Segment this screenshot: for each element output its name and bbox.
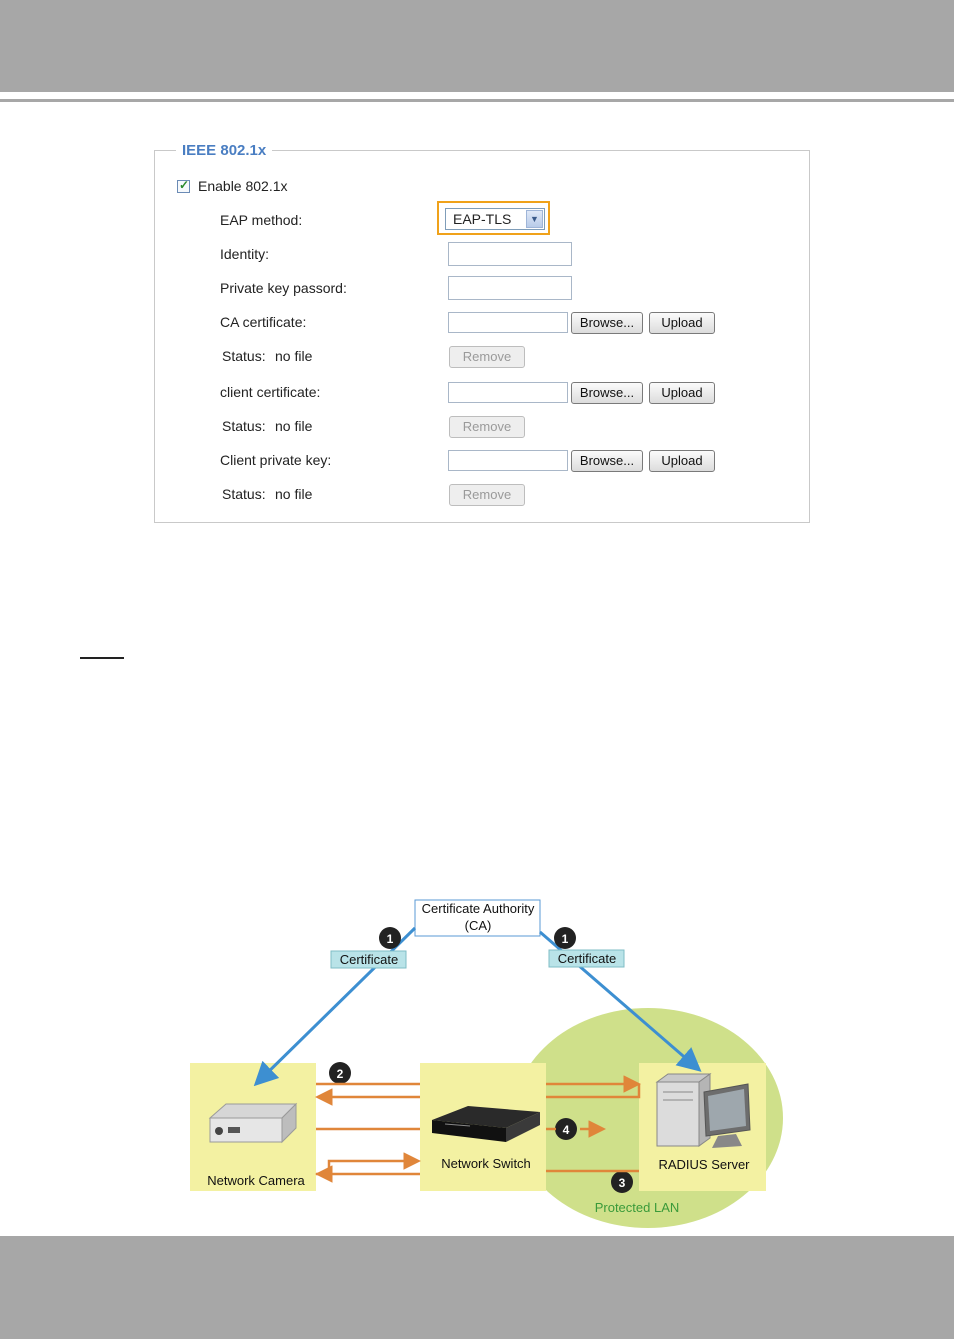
step-4-badge: 4 (555, 1118, 577, 1140)
client-certificate-remove-button[interactable]: Remove (449, 416, 525, 438)
client-private-key-upload-button[interactable]: Upload (649, 450, 715, 472)
ca-certificate-label: CA certificate: (220, 314, 307, 330)
client-certificate-upload-button[interactable]: Upload (649, 382, 715, 404)
client-private-key-label: Client private key: (220, 452, 332, 468)
identity-label: Identity: (220, 246, 270, 262)
step-1-badge-right: 1 (554, 927, 576, 949)
certificate-tag-right-text: Certificate (558, 951, 617, 966)
enable-8021x-label: Enable 802.1x (198, 178, 288, 194)
svg-text:4: 4 (563, 1123, 570, 1137)
eap-method-select[interactable]: EAP-TLS ▼ (445, 208, 545, 230)
radius-server-label: RADIUS Server (658, 1157, 750, 1172)
client-certificate-file-input[interactable] (448, 382, 568, 403)
header-band (0, 0, 954, 92)
certificate-authority-box (414, 899, 541, 937)
svg-text:3: 3 (619, 1176, 626, 1190)
client-private-key-status-value: no file (275, 486, 313, 502)
ca-certificate-remove-button[interactable]: Remove (449, 346, 525, 368)
radius-server-icon (655, 1073, 751, 1148)
ca-certificate-upload-button[interactable]: Upload (649, 312, 715, 334)
client-private-key-file-input[interactable] (448, 450, 568, 471)
ca-certificate-status-value: no file (275, 348, 313, 364)
client-certificate-status-label: Status: (222, 418, 266, 434)
ca-certificate-browse-button[interactable]: Browse... (571, 312, 643, 334)
camera-to-switch-arrow (316, 1152, 421, 1176)
step-1-badge-left: 1 (379, 927, 401, 949)
certificate-tag-left-text: Certificate (340, 952, 399, 967)
fieldset-legend: IEEE 802.1x (176, 142, 273, 159)
check-icon: ✓ (179, 178, 190, 192)
network-switch-label: Network Switch (441, 1156, 531, 1171)
network-camera-label: Network Camera (207, 1173, 305, 1188)
protected-lan-label: Protected LAN (595, 1200, 680, 1215)
ca-label-line2: (CA) (465, 918, 492, 933)
eap-method-highlight (437, 201, 550, 235)
note-underline (80, 657, 124, 659)
client-private-key-remove-button[interactable]: Remove (449, 484, 525, 506)
step-3-badge: 3 (611, 1171, 633, 1193)
private-key-password-label: Private key passord: (220, 280, 347, 296)
eap-method-label: EAP method: (220, 212, 303, 228)
ca-certificate-status-label: Status: (222, 348, 266, 364)
client-certificate-status-value: no file (275, 418, 313, 434)
certificate-tag-left (330, 950, 407, 969)
client-private-key-browse-button[interactable]: Browse... (571, 450, 643, 472)
certificate-tag-right (548, 949, 625, 968)
identity-input[interactable] (448, 242, 572, 266)
eap-method-value: EAP-TLS (453, 211, 512, 227)
network-camera-icon (208, 1102, 298, 1144)
client-certificate-label: client certificate: (220, 384, 321, 400)
step-2-badge: 2 (329, 1062, 351, 1084)
svg-text:1: 1 (387, 932, 394, 946)
footer-band (0, 1236, 954, 1339)
eap-return-server-switch (546, 1084, 641, 1099)
svg-text:1: 1 (562, 932, 569, 946)
ca-certificate-file-input[interactable] (448, 312, 568, 333)
client-certificate-browse-button[interactable]: Browse... (571, 382, 643, 404)
private-key-password-input[interactable] (448, 276, 572, 300)
header-rule (0, 99, 954, 102)
ieee8021x-fieldset (154, 150, 810, 523)
network-switch-icon (432, 1106, 540, 1142)
chevron-down-icon[interactable]: ▼ (526, 210, 543, 228)
client-private-key-status-label: Status: (222, 486, 266, 502)
svg-text:2: 2 (337, 1067, 344, 1081)
enable-8021x-checkbox[interactable]: ✓ (177, 178, 190, 193)
ca-label-line1: Certificate Authority (422, 901, 535, 916)
